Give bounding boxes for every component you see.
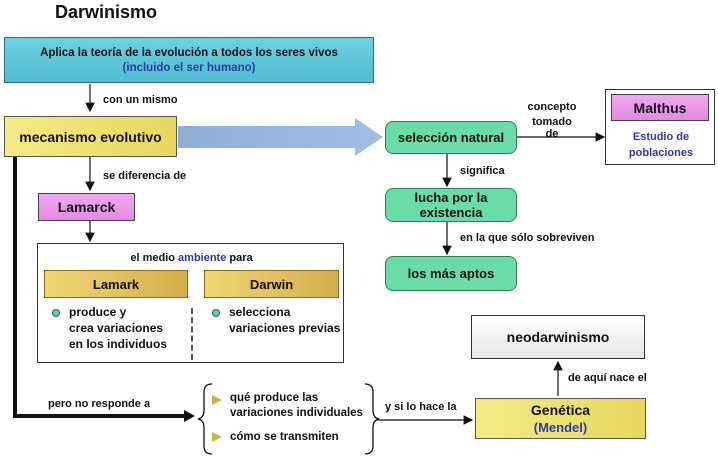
malthus-container: Malthus Estudio de poblaciones (605, 89, 715, 165)
label-concepto-2: tomado de (532, 116, 572, 140)
compare-divider (191, 308, 193, 360)
lucha-line1: lucha por la (414, 190, 488, 205)
lamark-title-box: Lamark (44, 270, 188, 298)
lamark-text-1: produce y (69, 305, 127, 319)
mecanismo-label: mecanismo evolutivo (19, 128, 162, 145)
theory-line1: Aplica la teoría de la evolución a todos… (40, 46, 338, 59)
genetica-box: Genética (Mendel) (475, 398, 646, 439)
darwin-text: selecciona variaciones previas (229, 304, 340, 336)
medio-suffix: para (226, 252, 253, 264)
medio-highlight: ambiente (178, 252, 227, 264)
seleccion-box: selección natural (385, 121, 517, 154)
right-curly-bracket (364, 383, 380, 455)
label-concepto: concepto tomado de (527, 101, 577, 140)
question-1-line2: variaciones individuales (230, 407, 363, 419)
triangle-bullet-icon (212, 395, 222, 405)
compare-box: el medio ambiente para Lamark Darwin pro… (37, 243, 344, 363)
triangle-bullet-icon (212, 432, 222, 442)
lamark-text-3: en los individuos (69, 337, 168, 351)
medio-line: el medio ambiente para (38, 252, 345, 264)
question-2: cómo se transmiten (230, 431, 339, 443)
page-title: Darwinismo (55, 2, 158, 22)
darwin-text-2: variaciones previas (229, 321, 341, 335)
darwin-title-box: Darwin (204, 270, 339, 298)
darwin-title: Darwin (249, 276, 294, 292)
label-en-la-que: en la que sólo sobreviven (460, 232, 595, 244)
genetica-sub: (Mendel) (533, 419, 588, 435)
lucha-box: lucha por la existencia (385, 188, 517, 222)
neodarwinismo-box: neodarwinismo (471, 315, 645, 359)
label-significa: significa (460, 165, 505, 177)
lamark-text: produce y crea variaciones en los indivi… (69, 304, 167, 352)
left-curly-bracket (197, 383, 213, 455)
malthus-box: Malthus (611, 94, 709, 121)
theory-box: Aplica la teoría de la evolución a todos… (4, 37, 374, 83)
darwin-text-1: selecciona (229, 305, 291, 319)
lamark-title: Lamark (92, 276, 140, 292)
aptos-box: los más aptos (385, 256, 517, 291)
genetica-label: Genética (530, 401, 591, 418)
question-1: qué produce las variaciones individuales (230, 391, 363, 421)
label-y-si: y si lo hace la (385, 401, 457, 413)
big-arrow (178, 118, 383, 156)
lamarck-box: Lamarck (38, 193, 135, 221)
bullet-icon (212, 309, 220, 317)
malthus-label: Malthus (633, 99, 687, 116)
lamark-text-2: crea variaciones (69, 321, 164, 335)
thick-line (13, 157, 190, 418)
label-con-un-mismo: con un mismo (103, 94, 178, 106)
malthus-desc-2: poblaciones (628, 147, 694, 159)
mecanismo-box: mecanismo evolutivo (4, 116, 177, 157)
medio-prefix: el medio (130, 252, 179, 264)
seleccion-label: selección natural (397, 130, 505, 145)
label-pero-no: pero no responde a (48, 398, 151, 410)
question-1-line1: qué produce las (230, 392, 319, 404)
theory-line2: (incluido el ser humano) (122, 61, 256, 74)
malthus-desc-1: Estudio de (632, 131, 690, 143)
aptos-label: los más aptos (407, 266, 495, 281)
neodarwinismo-label: neodarwinismo (506, 329, 610, 345)
malthus-desc: Estudio de poblaciones (606, 129, 716, 161)
label-concepto-1: concepto (527, 101, 577, 113)
label-de-aqui: de aquí nace el (568, 372, 647, 384)
label-se-diferencia: se diferencia de (103, 170, 187, 182)
lucha-line2: existencia (419, 205, 483, 220)
lamarck-label: Lamarck (57, 199, 116, 215)
bullet-icon (52, 309, 60, 317)
